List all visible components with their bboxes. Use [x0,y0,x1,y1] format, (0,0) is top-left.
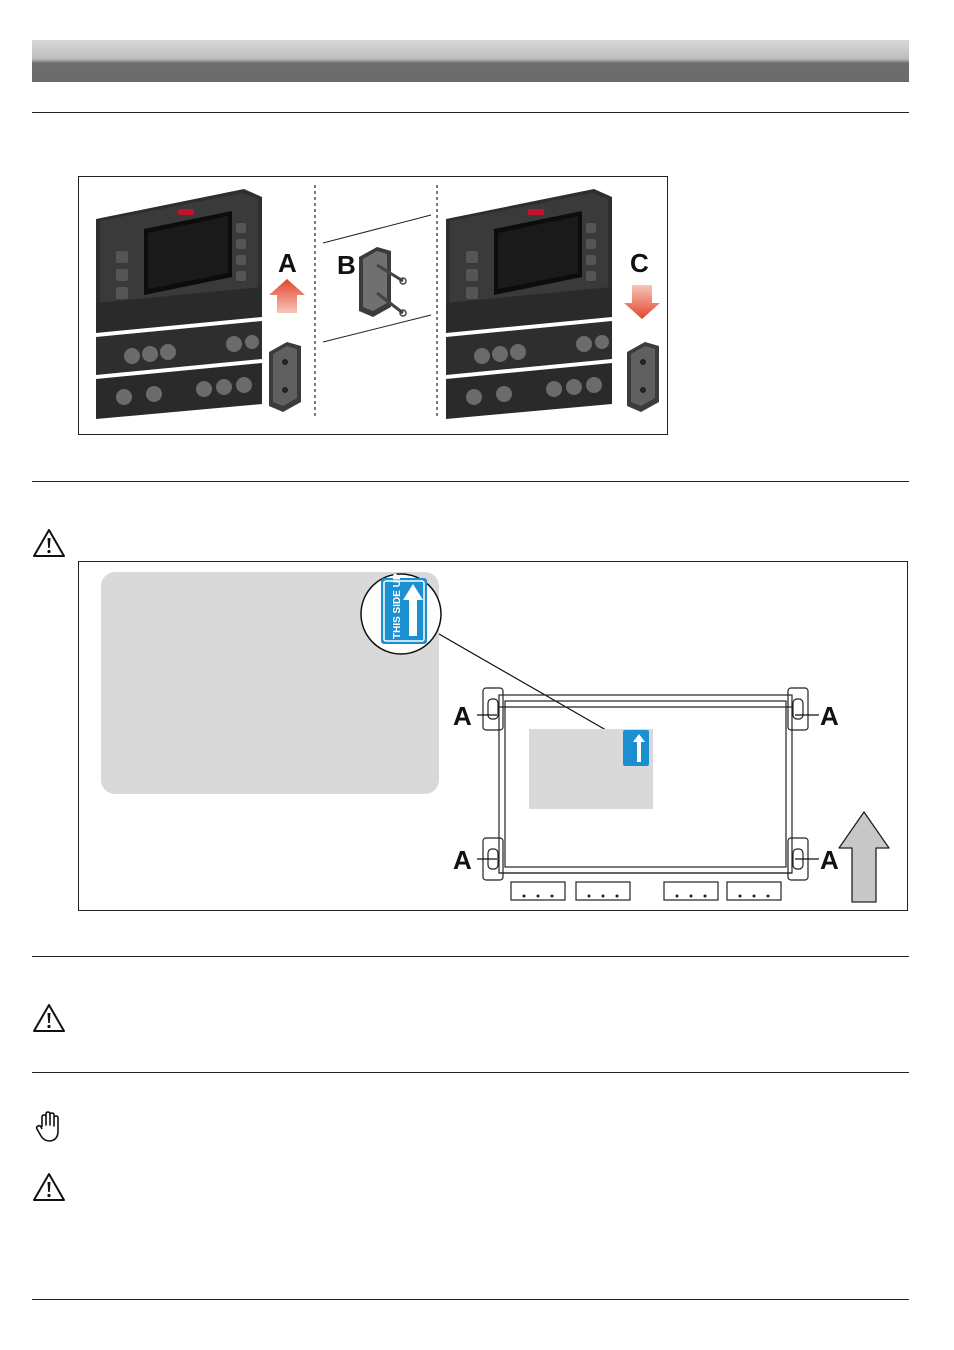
warning-icon [33,1004,65,1032]
label-a: A [820,845,839,875]
svg-text:THIS SIDE UP: THIS SIDE UP [392,573,403,639]
section-divider [32,481,909,482]
section-divider [32,112,909,113]
bracket-left [269,342,301,412]
label-b: B [337,250,356,280]
bracket-right [627,342,659,412]
control-unit-right [446,189,612,419]
section-divider [32,1299,909,1300]
arrow-up-icon [838,811,890,903]
grey-panel [101,572,439,794]
arrow-up-icon [403,584,423,636]
label-a: A [453,701,472,731]
section-divider [32,956,909,957]
figure-orientation: THIS SIDE UP [78,561,908,911]
figure-mounting-bracket: A B [78,176,668,435]
hand-stop-icon [35,1111,59,1142]
bracket-middle [359,247,407,317]
section-divider [32,1072,909,1073]
arrow-down-icon [624,285,660,319]
label-a: A [820,701,839,731]
this-side-up-sticker-large: THIS SIDE UP [381,573,427,644]
warning-icon [33,1173,65,1201]
label-c: C [630,248,649,278]
figure-orientation-illustration: THIS SIDE UP [101,572,890,903]
page-header-bar [32,40,909,82]
control-unit-left [96,189,262,419]
this-side-up-sticker-small [623,730,649,766]
label-a: A [278,248,297,278]
label-a: A [453,845,472,875]
figure-mounting-illustration: A B [96,185,660,419]
arrow-up-icon [269,279,305,313]
warning-icon [33,529,65,557]
